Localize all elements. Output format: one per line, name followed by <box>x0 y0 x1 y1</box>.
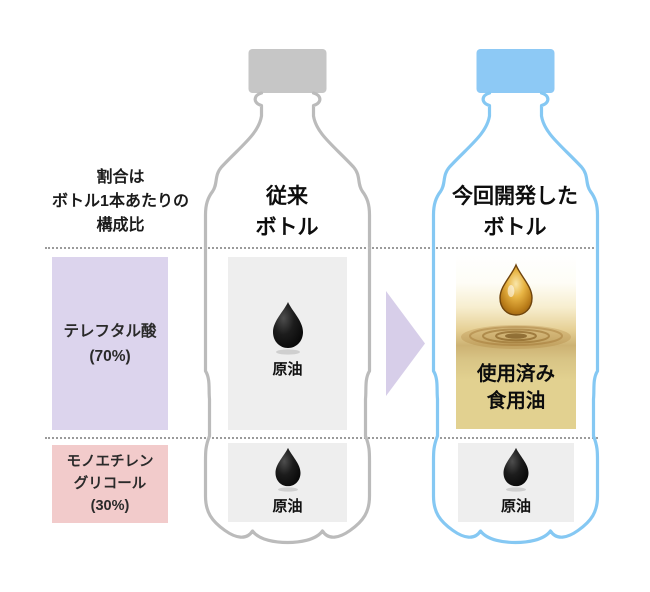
developed-bottle-title: 今回開発した ボトル <box>452 185 578 239</box>
oil-drop-icon <box>275 447 300 492</box>
legend-monoethylene-glycol-label: モノエチレン グリコール (30%) <box>66 454 154 514</box>
conventional-top-source-label: 原油 <box>272 360 303 378</box>
conventional-bottle-title: 従来 ボトル <box>255 185 319 239</box>
developed-top-source-label: 使用済み 食用油 <box>476 363 555 412</box>
developed-bottom-source-label: 原油 <box>500 498 531 515</box>
conventional-bottom-section: 原油 <box>228 443 347 522</box>
oil-drop-icon <box>503 447 529 492</box>
developed-top-section: 使用済み 食用油 <box>456 255 576 429</box>
legend-terephthalic-acid-label: テレフタル酸 (70%) <box>63 322 157 365</box>
conventional-bottle-cap <box>248 49 327 93</box>
divider-top <box>45 247 598 249</box>
legend-terephthalic-acid-box: テレフタル酸 (70%) <box>52 257 168 430</box>
divider-bottom <box>45 437 598 439</box>
oil-drop-icon <box>272 301 303 355</box>
conventional-top-section: 原油 <box>228 257 347 430</box>
developed-bottom-section: 原油 <box>458 443 574 522</box>
conventional-bottom-source-label: 原油 <box>272 498 303 515</box>
developed-bottle-cap <box>476 49 555 93</box>
legend-monoethylene-glycol-box: モノエチレン グリコール (30%) <box>52 445 168 523</box>
transform-arrow-icon <box>386 291 425 396</box>
legend-note: 割合は ボトル1本あたりの 構成比 <box>52 169 189 234</box>
cooking-oil-drop-icon <box>461 263 571 349</box>
